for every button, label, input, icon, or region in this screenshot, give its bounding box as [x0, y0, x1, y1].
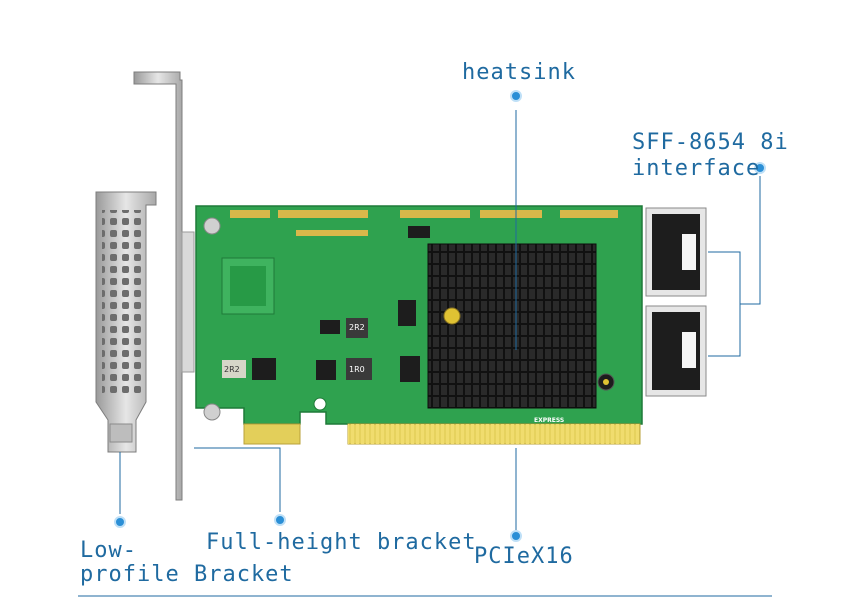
low-profile-label-line2: profile Bracket	[80, 562, 294, 587]
pcie-x16-edge-connector	[243, 423, 641, 445]
inductor-marking-right: 1R0	[349, 365, 365, 374]
heatsink-logo: EXPRESS	[534, 417, 564, 424]
sff-interface-label-line2: interface	[632, 156, 761, 181]
full-height-bracket-label: Full-height bracket	[206, 530, 477, 555]
heatsink-callout-dot	[510, 90, 522, 102]
sff-interface-label-line1: SFF-8654 8i	[632, 130, 789, 155]
low-profile-callout-dot	[114, 516, 126, 528]
low-profile-bracket	[95, 191, 157, 453]
full-height-bracket	[133, 71, 195, 501]
full-height-callout-dot	[274, 514, 286, 526]
low-profile-label-line1: Low-	[80, 538, 137, 563]
callout-lines	[119, 110, 761, 530]
heatsink-label: heatsink	[462, 60, 576, 85]
sff-callout-dot	[754, 162, 766, 174]
heatsink	[427, 243, 615, 409]
callout-dots	[114, 90, 766, 542]
sff-8654-connectors	[645, 207, 707, 397]
inductor-marking-left: 2R2	[224, 365, 240, 374]
pcie-label: PCIeX16	[474, 544, 574, 569]
inductor-marking-top: 2R2	[349, 323, 365, 332]
pcie-callout-dot	[510, 530, 522, 542]
